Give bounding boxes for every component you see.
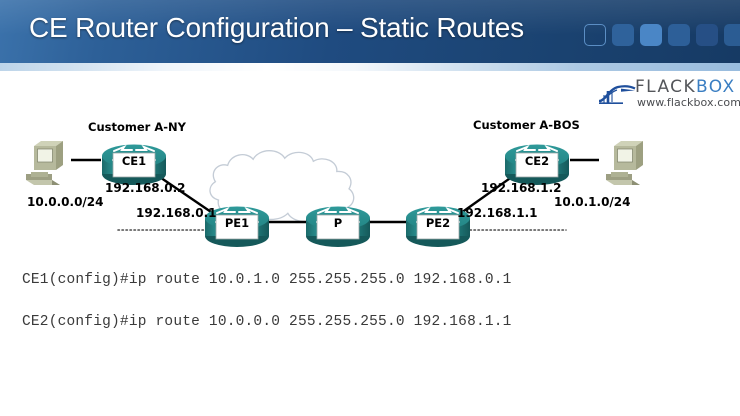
header-square-6 <box>724 24 740 46</box>
header-square-1 <box>584 24 606 46</box>
config-line-2: CE2(config)#ip route 10.0.0.0 255.255.25… <box>22 314 512 330</box>
customer-label-left: Customer A-NY <box>88 120 186 134</box>
ip-label-ce1: 192.168.0.2 <box>105 181 186 195</box>
logo-word-box: BOX <box>696 77 736 97</box>
header-square-4 <box>668 24 690 46</box>
customer-label-right: Customer A-BOS <box>473 118 580 132</box>
page-title: CE Router Configuration – Static Routes <box>29 12 524 43</box>
header-square-3 <box>640 24 662 46</box>
router-label-ce1: CE1 <box>121 154 147 168</box>
router-label-pe1: PE1 <box>224 216 250 230</box>
router-label-pe2: PE2 <box>425 216 451 230</box>
mpls-cloud <box>209 150 355 223</box>
logo-word-flack: FLACK <box>635 77 696 97</box>
header-underline-band <box>0 63 740 71</box>
bridge-icon <box>598 85 636 104</box>
router-label-ce2: CE2 <box>524 154 550 168</box>
config-line-1: CE1(config)#ip route 10.0.1.0 255.255.25… <box>22 272 512 288</box>
router-label-p: P <box>333 216 343 230</box>
ip-label-pe1: 192.168.0.1 <box>136 206 217 220</box>
logo-url: www.flackbox.com <box>637 96 740 109</box>
header-square-2 <box>612 24 634 46</box>
pc-left-icon <box>26 141 63 185</box>
slide-header: CE Router Configuration – Static Routes <box>0 0 740 63</box>
ip-label-pe2: 192.168.1.1 <box>457 206 538 220</box>
network-topology-diagram: CE1 PE1 P PE2 CE2 Customer A-NY Customer… <box>0 112 740 257</box>
network-label-left: 10.0.0.0/24 <box>27 195 104 209</box>
flackbox-logo: FLACKBOX www.flackbox.com <box>597 77 740 111</box>
ip-label-ce2: 192.168.1.2 <box>481 181 562 195</box>
network-label-right: 10.0.1.0/24 <box>554 195 631 209</box>
header-square-decoration <box>584 24 740 46</box>
logo-wordmark: FLACKBOX <box>635 77 736 97</box>
topology-canvas <box>26 141 643 248</box>
header-square-5 <box>696 24 718 46</box>
pc-right-icon <box>606 141 643 185</box>
